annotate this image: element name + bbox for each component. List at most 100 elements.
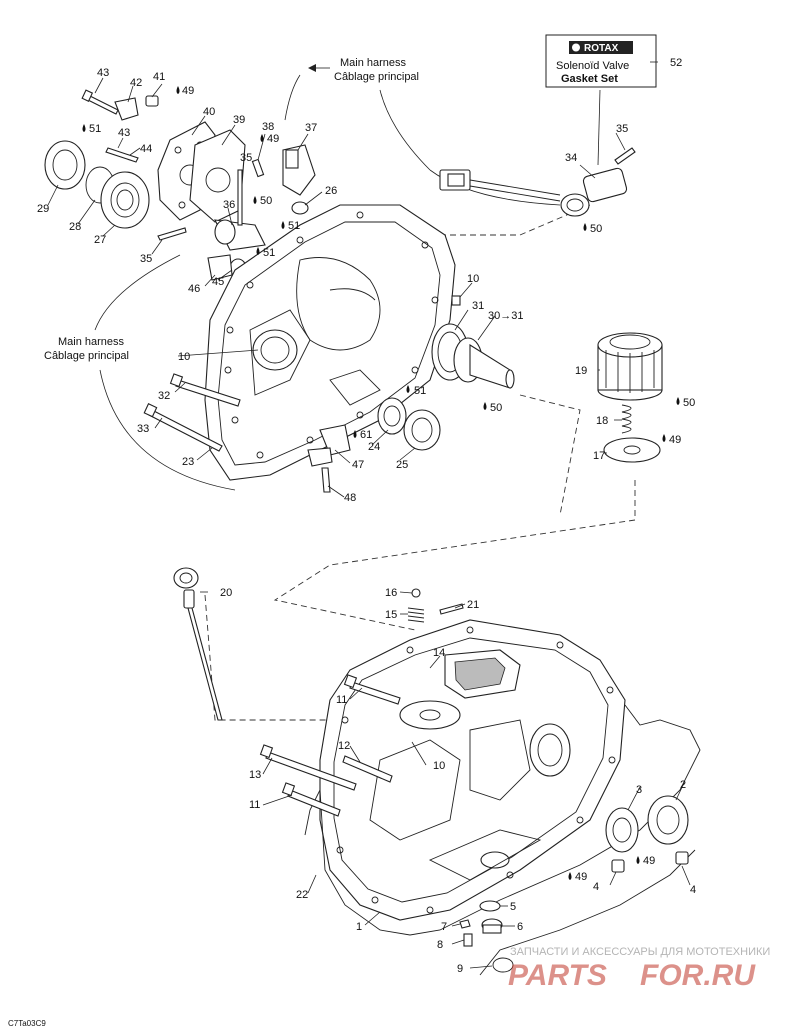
callout-50: 50 (683, 397, 695, 409)
callout-37: 37 (305, 122, 317, 134)
bolt-11-upper (343, 674, 401, 705)
watermark: ЗАПЧАСТИ И АКСЕССУАРЫ ДЛЯ МОТОТЕХНИКИ PA… (508, 946, 770, 992)
callout-numbers: 43 42 41 49 51 43 44 40 39 38 49 35 37 5… (37, 57, 696, 975)
screw-8 (463, 933, 473, 947)
bolt-12 (342, 755, 393, 783)
bolt-44 (105, 147, 139, 163)
pin-38 (251, 158, 265, 178)
plug-4-right (675, 851, 689, 865)
sensor-47 (307, 424, 351, 467)
callout-49: 49 (575, 871, 587, 883)
callout-13: 13 (249, 769, 261, 781)
callout-40: 40 (203, 106, 215, 118)
callout-10: 10 (433, 760, 445, 772)
oil-filter-19 (597, 332, 663, 401)
callout-49: 49 (182, 85, 194, 97)
callout-50: 50 (490, 402, 502, 414)
callout-41: 41 (153, 71, 165, 83)
oil-drop-icon (406, 385, 410, 393)
callout-34: 34 (565, 152, 577, 164)
o-ring-5 (479, 900, 501, 912)
harness-label-top-line1: Main harness (340, 57, 407, 69)
lower-crankcase (319, 619, 626, 921)
callout-5: 5 (510, 901, 516, 913)
callout-51: 51 (263, 247, 275, 259)
bracket-42 (114, 97, 139, 121)
oil-drop-icon (82, 124, 86, 132)
callout-31: 31 (472, 300, 484, 312)
callout-45: 45 (212, 276, 224, 288)
callout-46: 46 (188, 283, 200, 295)
callout-39: 39 (233, 114, 245, 126)
callout-18: 18 (596, 415, 608, 427)
callout-26: 26 (325, 185, 337, 197)
bolt-32 (169, 373, 241, 407)
bearing-2 (647, 795, 689, 845)
ball-16 (411, 588, 421, 598)
callout-49: 49 (669, 434, 681, 446)
oil-drop-icon (256, 247, 260, 255)
leader-lines (47, 61, 691, 969)
callout-48: 48 (344, 492, 356, 504)
bolt-33 (143, 403, 223, 452)
solenoid-36 (214, 169, 266, 251)
upper-crankcase-cover (204, 204, 456, 481)
pin-10-upper (451, 295, 461, 306)
plate-17 (603, 437, 661, 463)
oil-drop-icon (568, 872, 572, 880)
callout-3: 3 (636, 784, 642, 796)
harness-label-top-line2: Câblage principal (334, 71, 419, 83)
callout-51: 51 (414, 385, 426, 397)
callout-35: 35 (616, 123, 628, 135)
callout-49: 49 (267, 133, 279, 145)
rotax-kit-label: ROTAX Solenoïd Valve Gasket Set (556, 43, 629, 85)
oil-drop-icon (353, 430, 357, 438)
watermark-tagline: ЗАПЧАСТИ И АКСЕССУАРЫ ДЛЯ МОТОТЕХНИКИ (510, 946, 770, 958)
callout-6: 6 (517, 921, 523, 933)
callout-43: 43 (97, 67, 109, 79)
bearing-25 (403, 409, 441, 451)
oil-drop-icon (176, 86, 180, 94)
callout-2: 2 (680, 779, 686, 791)
callout-23: 23 (182, 456, 194, 468)
callout-10: 10 (467, 273, 479, 285)
callout-52: 52 (670, 57, 682, 69)
screw-35-left (157, 227, 187, 241)
plug-4-left (611, 859, 625, 873)
callout-51: 51 (89, 123, 101, 135)
oil-drop-icon (483, 402, 487, 410)
rotax-brand: ROTAX (584, 43, 619, 54)
callout-7: 7 (441, 921, 447, 933)
bolt-13 (259, 744, 357, 791)
callout-19: 19 (575, 365, 587, 377)
harness-label-left-line1: Main harness (58, 336, 125, 348)
callout-43: 43 (118, 127, 130, 139)
harness-label-left: Main harness Câblage principal (44, 336, 129, 362)
watermark-brand-left: PARTS (508, 959, 607, 992)
callout-44: 44 (140, 143, 152, 155)
figure-code: C7Ta03C9 (8, 1019, 46, 1028)
bolt-43 (81, 89, 119, 115)
callout-16: 16 (385, 587, 397, 599)
callout-11: 11 (249, 799, 260, 811)
callout-9: 9 (457, 963, 463, 975)
oil-seal-29 (44, 140, 86, 190)
callout-47: 47 (352, 459, 364, 471)
callout-28: 28 (69, 221, 81, 233)
dipstick-20 (173, 567, 223, 721)
callout-38: 38 (262, 121, 274, 133)
callout-12: 12 (338, 740, 350, 752)
o-ring-26 (291, 201, 309, 215)
callout-32: 32 (158, 390, 170, 402)
oil-drop-icon (281, 221, 285, 229)
callout-61: 61 (360, 429, 372, 441)
callout-50: 50 (590, 223, 602, 235)
callout-20: 20 (220, 587, 232, 599)
gasket-9 (479, 849, 696, 976)
sensor-37 (282, 144, 316, 196)
callout-4: 4 (690, 884, 696, 896)
watermark-brand-right: FOR.RU (640, 959, 756, 992)
bearing-24 (377, 397, 407, 435)
callout-33: 33 (137, 423, 149, 435)
